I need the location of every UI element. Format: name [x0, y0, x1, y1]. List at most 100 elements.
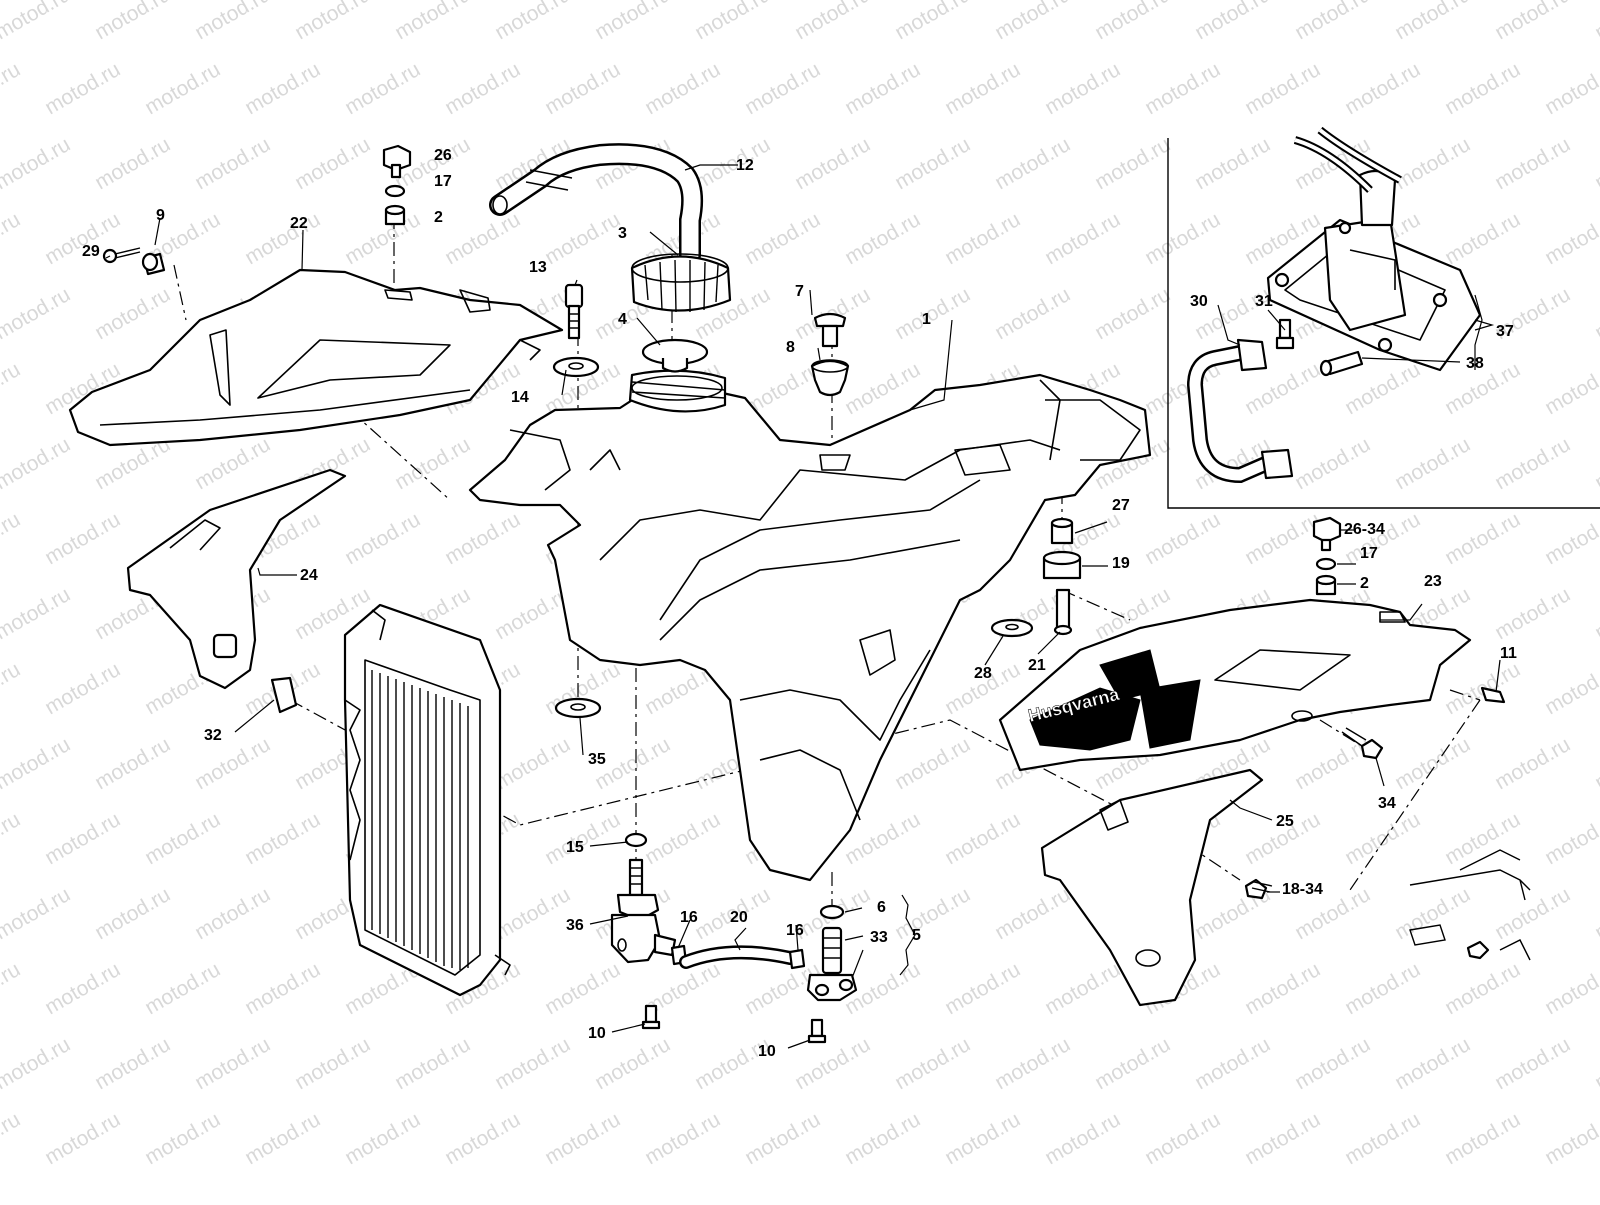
fuel-tap-36[interactable]: [610, 858, 677, 964]
callout-36: 36: [566, 917, 584, 934]
fuel-tank[interactable]: [468, 369, 1152, 882]
watermark-text: motod.ru: [491, 883, 574, 944]
watermark-text: motod.ru: [541, 58, 624, 119]
watermark-text: motod.ru: [1541, 658, 1600, 719]
screw-31[interactable]: [1275, 318, 1295, 350]
grommet-8[interactable]: [810, 359, 850, 397]
rubber-mount-19[interactable]: [1042, 550, 1082, 580]
right-lower-shroud[interactable]: [1040, 768, 1264, 1007]
bolt-26[interactable]: [382, 144, 412, 179]
screw-7[interactable]: [813, 312, 847, 348]
callout-10-left: 10: [588, 1025, 606, 1042]
watermark-text: motod.ru: [1541, 58, 1600, 119]
callout-17-right: 17: [1360, 545, 1378, 562]
nut-2-left[interactable]: [384, 204, 406, 226]
callout-28: 28: [974, 665, 992, 682]
bolt-26-34[interactable]: [1312, 516, 1342, 552]
watermark-text: motod.ru: [0, 1108, 24, 1169]
washer-17-left[interactable]: [384, 184, 406, 198]
watermark-text: motod.ru: [1241, 508, 1324, 569]
left-lower-shroud[interactable]: [126, 468, 347, 690]
screw-34[interactable]: [1341, 727, 1384, 760]
screw-18-34[interactable]: [1244, 878, 1273, 900]
watermark-text: motod.ru: [1291, 0, 1374, 44]
callout-24: 24: [300, 567, 318, 584]
fitting-38[interactable]: [1319, 350, 1364, 377]
watermark-text: motod.ru: [241, 958, 324, 1019]
watermark-text: motod.ru: [1591, 1033, 1600, 1094]
callout-29: 29: [82, 243, 100, 260]
watermark-text: motod.ru: [1241, 58, 1324, 119]
nut-2-right[interactable]: [1315, 574, 1337, 596]
fuel-hose-20[interactable]: [679, 945, 797, 969]
spacer-9[interactable]: [141, 252, 166, 276]
watermark-text: motod.ru: [441, 508, 524, 569]
watermark-text: motod.ru: [1141, 58, 1224, 119]
clip-11[interactable]: [1480, 686, 1506, 704]
watermark-text: motod.ru: [291, 1033, 374, 1094]
washer-14[interactable]: [552, 356, 600, 378]
bolt-21[interactable]: [1053, 588, 1073, 636]
right-radiator-shroud[interactable]: Husqvarna: [998, 598, 1472, 772]
watermark-text: motod.ru: [341, 58, 424, 119]
watermark-text: motod.ru: [1341, 508, 1424, 569]
washer-35[interactable]: [554, 697, 602, 719]
watermark-text: motod.ru: [941, 208, 1024, 269]
watermark-text: motod.ru: [291, 0, 374, 44]
callout-6: 6: [877, 899, 886, 916]
watermark-text: motod.ru: [1591, 583, 1600, 644]
cap-gasket[interactable]: [641, 338, 709, 373]
watermark-text: motod.ru: [591, 1033, 674, 1094]
screw-29[interactable]: [102, 247, 141, 264]
watermark-text: motod.ru: [1291, 1033, 1374, 1094]
watermark-text: motod.ru: [91, 133, 174, 194]
watermark-text: motod.ru: [241, 58, 324, 119]
bolt-13[interactable]: [564, 283, 584, 340]
watermark-text: motod.ru: [891, 133, 974, 194]
clamp-16-right[interactable]: [788, 948, 806, 970]
watermark-text: motod.ru: [1441, 1108, 1524, 1169]
breather-hose[interactable]: [489, 143, 704, 266]
screw-10-left[interactable]: [641, 1004, 661, 1030]
watermark-text: motod.ru: [1391, 1033, 1474, 1094]
spacer-27[interactable]: [1050, 517, 1074, 545]
watermark-text: motod.ru: [241, 808, 324, 869]
watermark-text: motod.ru: [391, 1033, 474, 1094]
callout-13: 13: [529, 259, 547, 276]
callout-14: 14: [511, 389, 529, 406]
fuel-pump-37[interactable]: [1266, 126, 1482, 372]
callouts: 12 3 4 13 14 7 8 1 26 17 2 9 29 22 24 32…: [82, 147, 1517, 1060]
watermark-text: motod.ru: [741, 208, 824, 269]
watermark-text: motod.ru: [0, 58, 24, 119]
watermark-text: motod.ru: [1041, 58, 1124, 119]
clip-32[interactable]: [270, 676, 298, 714]
watermark-text: motod.ru: [541, 958, 624, 1019]
callout-17-left: 17: [434, 173, 452, 190]
hose-30[interactable]: [1186, 338, 1294, 484]
filler-cap[interactable]: [630, 253, 732, 313]
watermark-text: motod.ru: [691, 133, 774, 194]
callout-16-left: 16: [680, 909, 698, 926]
watermark-text: motod.ru: [0, 1033, 74, 1094]
callout-23: 23: [1424, 573, 1442, 590]
screw-10-right[interactable]: [807, 1018, 827, 1044]
watermark-text: motod.ru: [741, 58, 824, 119]
watermark-text: motod.ru: [491, 0, 574, 44]
watermark-text: motod.ru: [0, 808, 24, 869]
watermark-text: motod.ru: [41, 658, 124, 719]
watermark-text: motod.ru: [491, 733, 574, 794]
watermark-text: motod.ru: [891, 1033, 974, 1094]
o-ring-15[interactable]: [624, 832, 648, 848]
watermark-text: motod.ru: [1041, 1108, 1124, 1169]
watermark-text: motod.ru: [991, 133, 1074, 194]
watermark-text: motod.ru: [1591, 283, 1600, 344]
washer-28[interactable]: [990, 618, 1034, 638]
watermark-text: motod.ru: [1141, 208, 1224, 269]
o-ring-6[interactable]: [819, 904, 845, 920]
callout-34: 34: [1378, 795, 1396, 812]
fuel-tap-33[interactable]: [806, 926, 858, 1002]
watermark-text: motod.ru: [1291, 733, 1374, 794]
watermark-text: motod.ru: [1341, 958, 1424, 1019]
left-radiator-shroud[interactable]: [68, 268, 564, 447]
washer-17-right[interactable]: [1315, 557, 1337, 571]
